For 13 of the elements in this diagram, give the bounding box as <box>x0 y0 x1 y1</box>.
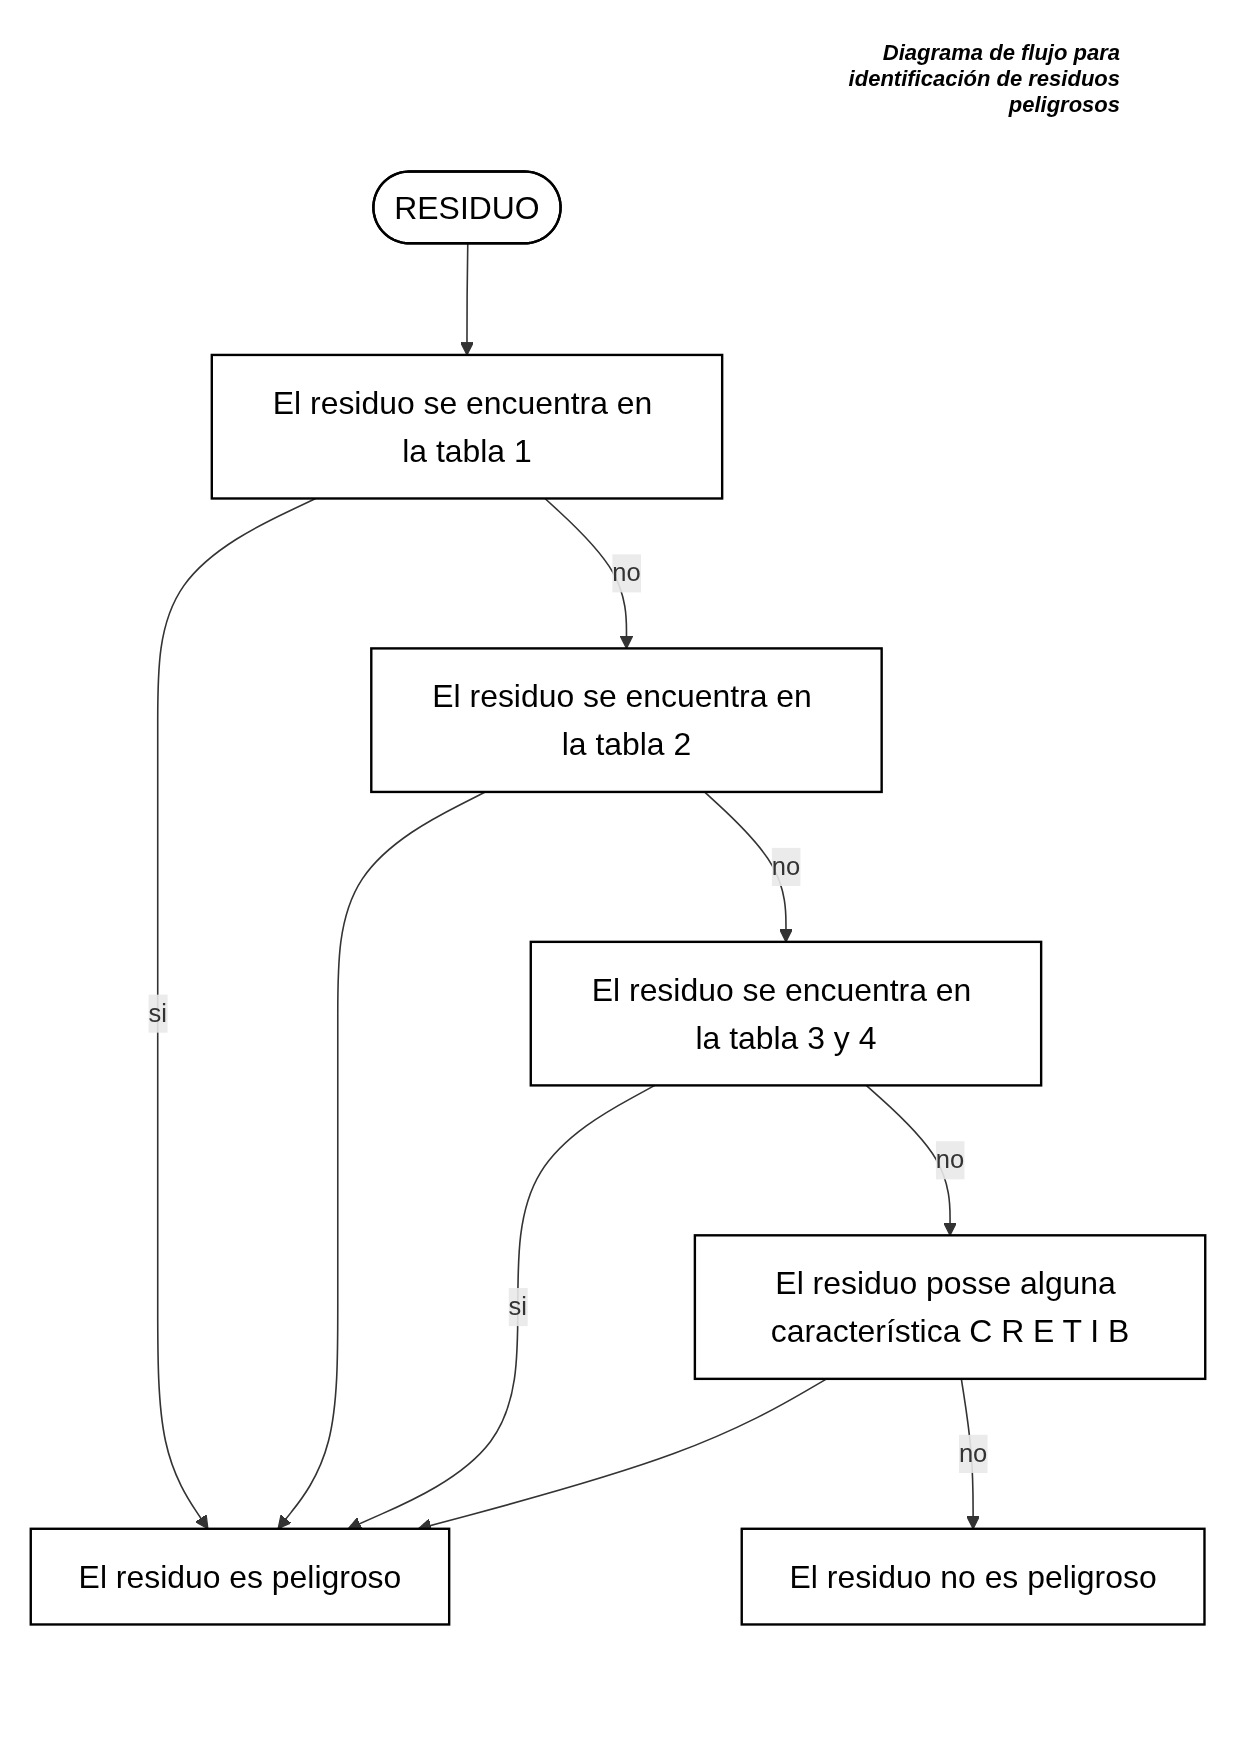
node-box: El residuo no es peligroso <box>740 1527 1206 1626</box>
edge-label: si <box>508 1292 527 1320</box>
edge-label: no <box>935 1146 964 1174</box>
node-box: El residuo se encuentra en la tabla 3 y 4 <box>529 940 1042 1087</box>
edge-label: no <box>771 852 800 880</box>
node-box: El residuo se encuentra en la tabla 2 <box>369 647 883 794</box>
node-box: El residuo se encuentra en la tabla 1 <box>210 353 723 500</box>
diagram-title: Diagrama de flujo para identificación de residuos peligrosos <box>847 40 1120 118</box>
edge-label: si <box>148 999 167 1027</box>
node-box: El residuo posse alguna característica C R E T I B <box>693 1234 1206 1381</box>
node-box: El residuo es peligroso <box>29 1527 450 1626</box>
edge-label: no <box>611 559 641 587</box>
edge-label: no <box>958 1439 987 1467</box>
